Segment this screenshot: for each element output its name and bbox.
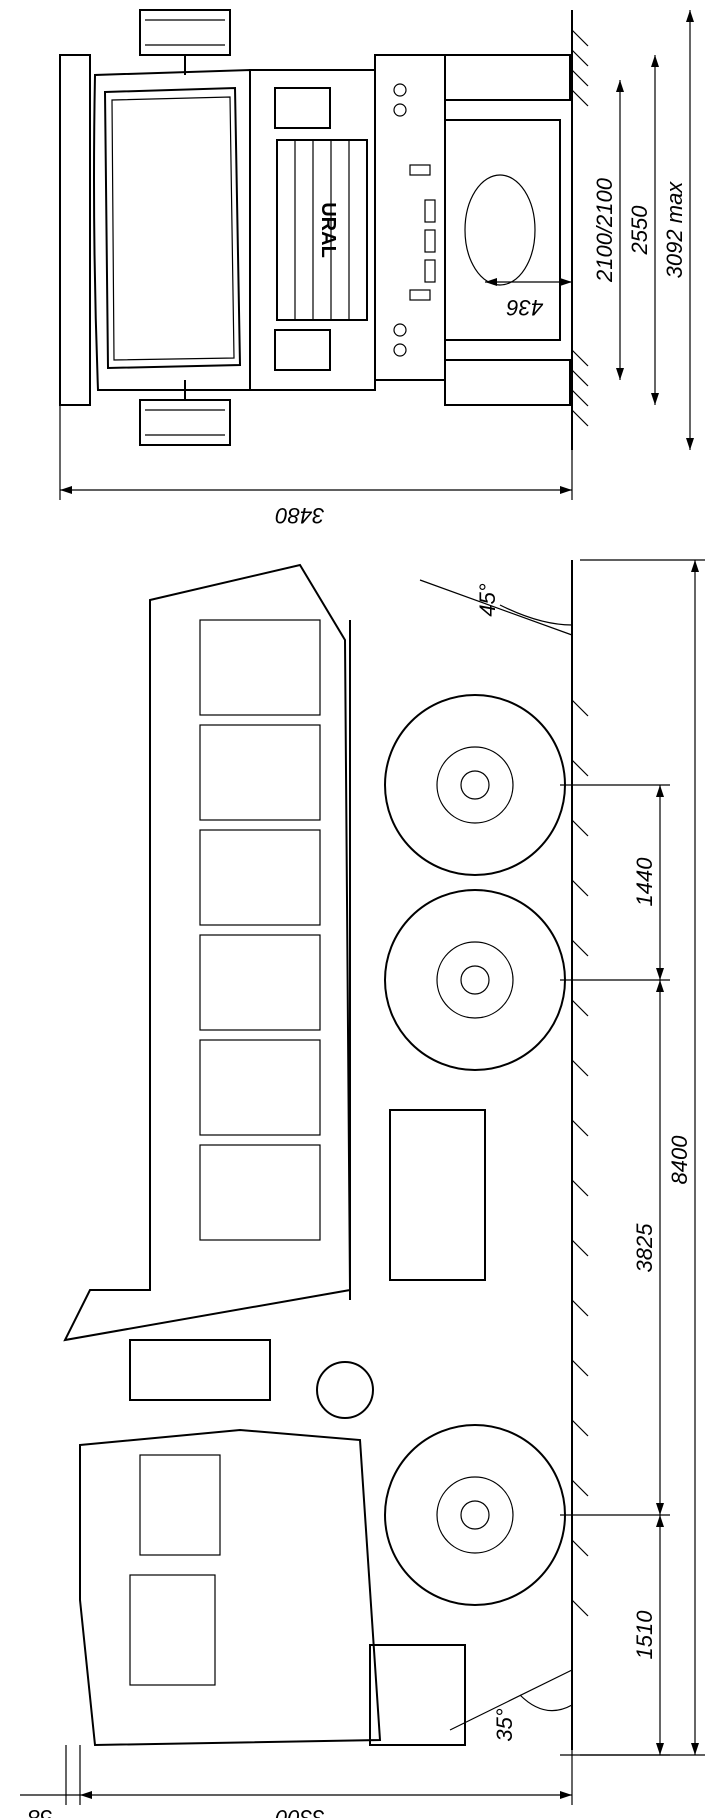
equipment-box [129, 1339, 271, 1401]
dim-wheel-track: 2100/2100 [592, 80, 624, 380]
rear-wheel-2 [384, 889, 566, 1071]
front-bolt [393, 103, 407, 117]
dim-wheel-track-label: 2100/2100 [592, 177, 617, 283]
dim-rear-bogie: 1440 [560, 784, 670, 981]
dim-overall-length-label: 8400 [667, 1135, 692, 1185]
dump-body [63, 563, 352, 1342]
air-filter [316, 1361, 374, 1419]
departure-angle: 45° [419, 579, 573, 636]
front-bumper-slots [409, 164, 436, 301]
front-cab [93, 68, 251, 391]
departure-angle-label: 45° [475, 583, 500, 616]
side-cab [79, 1428, 382, 1747]
front-wheel-bottom [444, 359, 571, 406]
front-bolt [393, 323, 407, 337]
dim-width-2550-label: 2550 [627, 205, 652, 256]
dim-bumper-offset: 58 [20, 1745, 80, 1818]
front-bolt [393, 343, 407, 357]
dim-bumper-offset-label: 58 [27, 1805, 52, 1818]
front-mirror-bottom [139, 380, 231, 446]
approach-angle: 35° [449, 1669, 573, 1742]
dim-cab-length: 3300 [79, 1745, 573, 1818]
dim-ground-clearance-label: 436 [506, 295, 543, 320]
dim-wheelbase-label: 3825 [632, 1223, 657, 1273]
front-headlight-top [274, 87, 331, 129]
fuel-tank [389, 1109, 486, 1281]
front-view: URAL 3480 436 [59, 9, 694, 528]
dim-max-height: 3092 max [662, 10, 694, 450]
dump-body-panels [199, 619, 321, 1241]
front-axle [445, 119, 561, 341]
dim-cab-length-label: 3300 [275, 1805, 325, 1818]
front-differential [464, 174, 536, 286]
dim-front-overhang-label: 1510 [632, 1610, 657, 1660]
approach-angle-label: 35° [492, 1708, 517, 1741]
dim-overall-width-label: 3480 [275, 503, 325, 528]
front-ground-hatching [571, 29, 589, 427]
front-windshield [103, 86, 242, 370]
front-wheel [384, 1424, 566, 1606]
front-bumper [374, 54, 446, 381]
side-cab-window [139, 1454, 221, 1556]
side-view: 45° 35° 1440 3825 1510 [20, 559, 705, 1818]
side-front-bumper [369, 1644, 466, 1746]
dim-rear-bogie-label: 1440 [632, 857, 657, 907]
dim-wheelbase: 3825 [560, 980, 670, 1516]
rear-wheel-1 [384, 694, 566, 876]
dim-overall-width: 3480 [59, 405, 573, 528]
dim-width-2550: 2550 [627, 55, 659, 405]
dim-front-overhang: 1510 [560, 1515, 670, 1756]
side-cab-door [129, 1574, 216, 1686]
dim-ground-clearance: 436 [485, 278, 572, 320]
side-ground-hatching [571, 699, 589, 1617]
front-grille [276, 139, 368, 321]
front-bolt [393, 83, 407, 97]
front-body-profile [59, 54, 91, 406]
front-mirror-top [139, 9, 231, 75]
front-windshield-inner [111, 96, 235, 361]
front-brand-logo: URAL [317, 202, 339, 258]
front-wheel-top [444, 54, 571, 101]
dim-max-height-label: 3092 max [662, 181, 687, 279]
front-headlight-bottom [274, 329, 331, 371]
dim-overall-length: 8400 [580, 559, 705, 1756]
